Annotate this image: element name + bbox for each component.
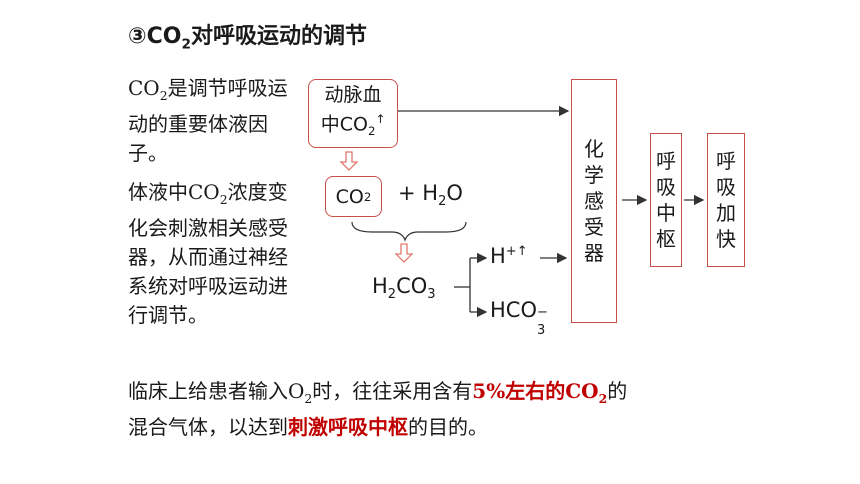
h-ion-a: H [490,244,506,268]
chemoreceptor-label: 化学感受器 [584,137,604,265]
resp-center-label: 呼吸中枢 [656,149,676,251]
h-ion-up-arrow-icon: ↑ [516,244,528,259]
b-red1-sub: 2 [598,391,608,406]
h-ion: H+↑ [490,244,528,268]
plus-h2o-a: + H [398,181,439,205]
hco3-sub: 3 [536,323,546,338]
b-red1: 5%左右的CO [472,379,599,403]
box-chemoreceptor: 化学感受器 [571,79,617,323]
hco3-sup: − [536,305,548,320]
slide-title: ③CO2对呼吸运动的调节 [128,18,367,52]
plus-h2o-sub: 2 [438,194,447,210]
h2co3-sub1: 2 [387,287,397,303]
b-e: 的目的。 [408,415,488,439]
box-respiratory-center: 呼吸中枢 [650,133,682,267]
resp-faster-label: 呼吸加快 [716,149,736,251]
p1-a: CO [128,76,160,100]
up-arrow-icon: ↑ [375,112,386,127]
p1-b: 是调节呼吸运动的重要体液因子。 [128,76,288,165]
paragraph-co2-factor: CO2是调节呼吸运动的重要体液因子。 [128,74,288,168]
box-respiration-faster: 呼吸加快 [707,133,745,267]
h2co3-sub2: 3 [427,287,436,303]
arterial-line1: 动脉血 [324,84,382,107]
arterial-l2-sub: 2 [367,124,376,139]
p2-b: 浓度变化会刺激相关感受器，从而通过神经系统对呼吸运动进行调节。 [128,180,288,327]
arterial-line2: 中CO2↑ [321,107,386,143]
plus-h2o: + H2O [398,181,463,209]
box-arterial-co2: 动脉血 中CO2↑ [308,79,398,148]
b-d: 混合气体，以达到 [128,415,288,439]
highlight-stimulate-center: 刺激呼吸中枢 [288,415,408,439]
h-ion-sup: + [505,244,517,259]
b-o2-sub: 2 [304,391,313,406]
plus-h2o-b: O [446,181,463,205]
highlight-5pct-co2: 5%左右的CO2 [472,379,608,406]
h2co3-b: CO [396,274,428,298]
paragraph-clinical: 临床上给患者输入O2时，往往采用含有5%左右的CO2的混合气体，以达到刺激呼吸中… [128,377,748,442]
hco3-a: HCO [490,298,537,322]
paragraph-co2-concentration: 体液中CO2浓度变化会刺激相关感受器，从而通过神经系统对呼吸运动进行调节。 [128,178,288,330]
p2-a: 体液中CO [128,180,220,204]
b-c: 的 [607,379,628,403]
title-text-b: 对呼吸运动的调节 [190,24,367,49]
co2-box-a: CO [335,185,364,208]
hollow-arrow-down-2 [394,243,414,263]
hco3-ion: HCO− 3 [490,298,548,338]
b-b: 时，往往采用含有 [312,379,473,403]
h2co3: H2CO3 [372,274,436,302]
p1-sub: 2 [159,88,168,103]
b-a: 临床上给患者输入O [128,379,305,403]
arterial-l2-a: 中CO [320,113,368,136]
title-sub: 2 [181,36,191,53]
co2-box-sub: 2 [363,189,372,204]
brace-reactants [351,221,467,242]
h2co3-a: H [372,274,388,298]
hollow-arrow-down-1 [339,151,359,171]
p2-sub: 2 [219,192,228,207]
title-text-a: ③CO [128,24,182,49]
